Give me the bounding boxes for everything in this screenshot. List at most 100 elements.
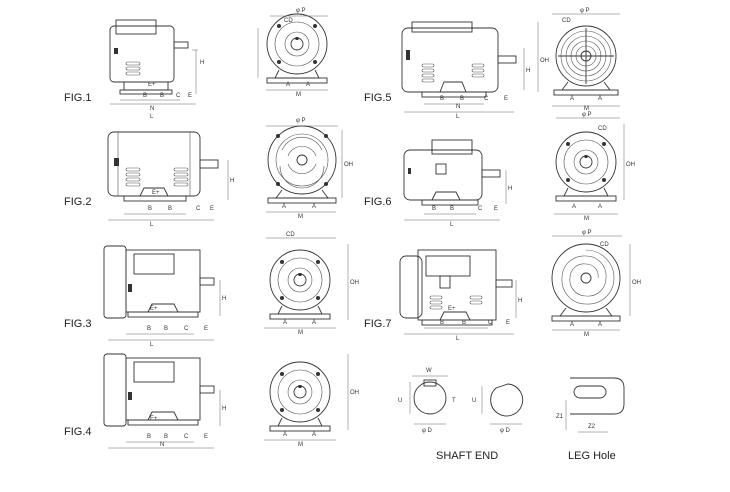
dim-n: N	[150, 106, 154, 112]
dim-h: H	[230, 178, 234, 184]
dim-m: M	[296, 92, 301, 98]
fig3-front-view	[264, 237, 349, 329]
fig1-front-view	[257, 13, 328, 91]
dim-oh: OH	[350, 280, 359, 286]
dim-a: A	[598, 322, 602, 328]
dim-b: B	[164, 434, 168, 440]
dim-b: B	[164, 326, 168, 332]
dim-a: A	[598, 96, 602, 102]
dim-l: L	[456, 336, 460, 342]
fig2-side-view	[107, 131, 229, 221]
dim-h: H	[222, 406, 226, 412]
fig2-label: FIG.2	[64, 196, 92, 208]
fig1-side-view	[109, 19, 198, 105]
fig5-label: FIG.5	[364, 92, 392, 104]
ground-mark: E+	[150, 416, 158, 422]
dim-cd: CD	[600, 242, 609, 248]
dim-w: W	[426, 368, 432, 374]
dim-p: φ P	[296, 8, 306, 14]
dim-a: A	[283, 432, 287, 438]
fig6-label: FIG.6	[364, 196, 392, 208]
dim-oh: OH	[540, 58, 549, 64]
dim-n: N	[160, 442, 164, 448]
fig6-front-view	[554, 117, 625, 215]
dim-z2: Z2	[588, 424, 596, 430]
fig1-label: FIG.1	[64, 92, 92, 104]
dim-c: C	[176, 93, 181, 99]
ground-mark: E+	[150, 306, 158, 312]
dim-l: L	[456, 114, 460, 120]
dim-b: B	[147, 434, 151, 440]
dim-t: T	[452, 398, 456, 404]
dim-l: L	[150, 114, 154, 120]
dim-c: C	[184, 326, 189, 332]
dim-b: B	[147, 326, 151, 332]
dim-p: φ P	[582, 112, 592, 118]
dim-h: H	[518, 298, 522, 304]
dim-l: L	[150, 342, 154, 348]
dim-h: H	[200, 60, 204, 66]
dim-c: C	[488, 320, 493, 326]
dim-b: B	[148, 206, 152, 212]
dim-c: C	[184, 434, 189, 440]
dim-h: H	[526, 68, 530, 74]
dim-l: L	[450, 222, 454, 228]
dim-e: E	[210, 206, 214, 212]
dim-l: L	[150, 222, 154, 228]
dim-oh: OH	[344, 162, 353, 168]
fig5-front-view	[537, 13, 620, 107]
ground-mark: E+	[448, 306, 456, 312]
dim-a: A	[286, 82, 290, 88]
dim-e: E	[204, 434, 208, 440]
dim-b: B	[143, 93, 147, 99]
dim-m: M	[584, 332, 589, 338]
dim-a: A	[312, 432, 316, 438]
dim-p: φ P	[580, 8, 590, 14]
fig3-label: FIG.3	[64, 318, 92, 330]
dim-b: B	[168, 206, 172, 212]
dim-oh: OH	[350, 390, 359, 396]
dim-m: M	[298, 214, 303, 220]
dim-oh: OH	[632, 280, 641, 286]
dim-b: B	[160, 93, 164, 99]
dim-a: A	[306, 82, 310, 88]
dim-a: A	[312, 320, 316, 326]
dim-c: C	[196, 206, 201, 212]
dim-u: U	[398, 398, 402, 404]
dim-b: B	[440, 96, 444, 102]
dim-cd: CD	[284, 18, 293, 24]
dim-u: U	[472, 398, 476, 404]
dim-a: A	[283, 320, 287, 326]
dim-c: C	[484, 96, 489, 102]
ground-mark: E+	[148, 82, 156, 88]
leg-hole-detail	[565, 377, 625, 433]
leg-hole-caption: LEG Hole	[568, 450, 616, 462]
fig3-side-view	[103, 245, 221, 341]
shaft-end-keyed	[409, 375, 448, 425]
dim-m: M	[298, 330, 303, 336]
dim-e: E	[506, 320, 510, 326]
dim-p: φ P	[296, 118, 306, 124]
dim-b: B	[450, 206, 454, 212]
dim-b: B	[462, 320, 466, 326]
fig5-side-view	[401, 21, 525, 113]
dim-e: E	[204, 326, 208, 332]
dim-m: M	[584, 216, 589, 222]
dim-z1: Z1	[556, 414, 564, 420]
dim-b: B	[432, 206, 436, 212]
dim-e: E	[504, 96, 508, 102]
dim-b: B	[440, 320, 444, 326]
dim-a: A	[572, 204, 576, 210]
dim-cd: CD	[286, 232, 295, 238]
dim-d: φ D	[500, 428, 511, 434]
dim-c: C	[478, 206, 483, 212]
dim-a: A	[312, 204, 316, 210]
shaft-end-flat	[481, 383, 524, 425]
dim-a: A	[570, 96, 574, 102]
fig4-front-view	[264, 354, 349, 441]
fig4-side-view	[103, 353, 221, 449]
dim-b: B	[460, 96, 464, 102]
dim-h: H	[508, 186, 512, 192]
fig7-side-view	[399, 249, 517, 335]
